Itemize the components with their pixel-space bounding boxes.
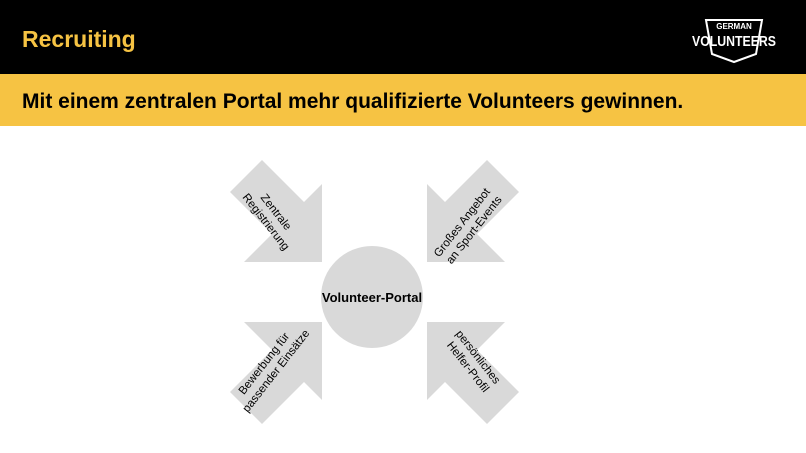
section-title: Recruiting [22,26,136,52]
headline: Mit einem zentralen Portal mehr qualifiz… [22,90,684,113]
portal-diagram: Volunteer-Portal Zentrale Registrierung … [230,160,519,424]
portal-circle [321,246,423,348]
portal-label: Volunteer-Portal [322,290,422,305]
arrow-top-right [427,160,519,262]
logo-text-top: GERMAN [716,22,752,31]
logo-text-main: VOLUNTEERS [692,34,776,50]
headline-band [0,74,806,126]
arrow-bottom-left [230,322,322,424]
arrow-top-left [230,160,322,262]
arrow-bottom-right [427,322,519,424]
german-volunteers-logo: GERMAN VOLUNTEERS [692,19,776,64]
header-bar [0,0,806,74]
